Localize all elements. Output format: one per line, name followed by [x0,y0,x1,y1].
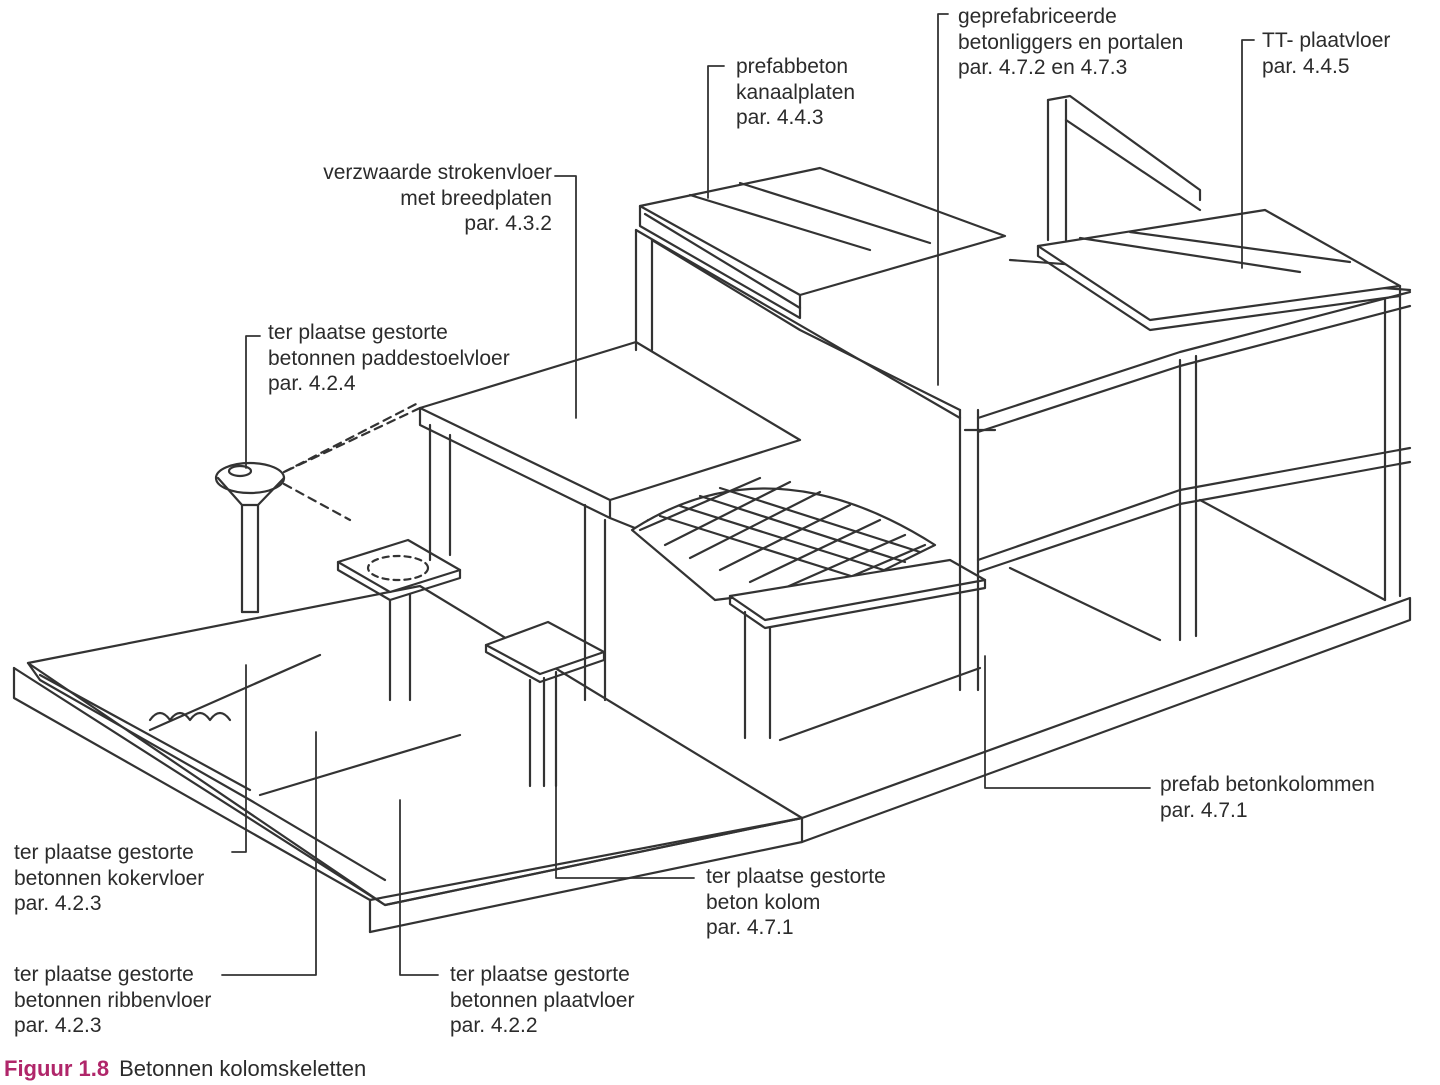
label-betonkolom-line: beton kolom [706,890,821,914]
label-kokervloer-line: par. 4.2.3 [14,892,102,915]
label-tt-line: TT- plaatvloer [1262,29,1391,52]
plank-beam [728,558,987,740]
label-kanaalplaten-line: prefabbeton [736,55,849,78]
label-strokenvloer-line: par. 4.3.2 [464,212,552,235]
label-kanaalplaten-line: par. 4.4.3 [736,106,824,129]
label-kokervloer: ter plaatse gestorte betonnen kokervloer… [14,840,204,917]
label-liggers-line: par. 4.7.2 en 4.7.3 [958,56,1128,79]
label-plaatvloer-line: ter plaatse gestorte [450,963,630,986]
figure-number: Figuur 1.8 [4,1056,110,1081]
label-plaatvloer-line: par. 4.2.2 [450,1014,538,1037]
figure-title: Betonnen kolomskeletten [119,1056,367,1081]
ribbed-floor [630,476,937,602]
label-ribbenvloer: ter plaatse gestorte betonnen ribbenvloe… [14,962,211,1039]
label-ribbenvloer-line: ter plaatse gestorte [14,963,194,986]
prefab-frame [634,94,1412,692]
figure-caption: Figuur 1.8 Betonnen kolomskeletten [4,1056,366,1082]
label-strokenvloer-line: met breedplaten [400,186,552,210]
label-strokenvloer: verzwaarde strokenvloer met breedplaten … [280,160,552,237]
mushroom-column [214,400,422,614]
label-ribbenvloer-line: par. 4.2.3 [14,1014,102,1037]
label-kanaalplaten: prefabbeton kanaalplaten par. 4.4.3 [736,54,855,131]
label-kokervloer-line: ter plaatse gestorte [14,841,194,864]
label-tt-plaatvloer: TT- plaatvloer par. 4.4.5 [1262,28,1390,79]
label-paddestoel-line: ter plaatse gestorte [268,321,448,344]
label-betonkolom-line: par. 4.7.1 [706,916,794,939]
label-plaatvloer: ter plaatse gestorte betonnen plaatvloer… [450,962,634,1039]
label-paddestoel-line: betonnen paddestoelvloer [268,346,510,370]
label-ribbenvloer-line: betonnen ribbenvloer [14,988,212,1012]
label-prefabkolom-line: par. 4.7.1 [1160,798,1248,822]
label-liggers: geprefabriceerde betonliggers en portale… [958,4,1183,81]
label-liggers-line: geprefabriceerde [958,5,1117,28]
base-slab-right [778,596,1412,844]
label-kokervloer-line: betonnen kokervloer [14,866,205,890]
label-betonkolom-line: ter plaatse gestorte [706,865,886,888]
leader-lines [221,13,1255,976]
label-prefabkolom-line: prefab betonkolommen [1160,773,1375,796]
label-strokenvloer-line: verzwaarde strokenvloer [323,161,552,184]
label-paddestoelvloer: ter plaatse gestorte betonnen paddestoel… [268,320,510,397]
label-plaatvloer-line: betonnen plaatvloer [450,988,635,1012]
label-tt-line: par. 4.4.5 [1262,54,1350,78]
strip-floor [282,340,802,702]
label-kanaalplaten-line: kanaalplaten [736,80,856,104]
label-beton-kolom: ter plaatse gestorte beton kolom par. 4.… [706,864,886,941]
label-liggers-line: betonliggers en portalen [958,30,1184,54]
label-paddestoel-line: par. 4.2.4 [268,372,356,395]
label-prefab-betonkolommen: prefab betonkolommen par. 4.7.1 [1160,772,1375,823]
